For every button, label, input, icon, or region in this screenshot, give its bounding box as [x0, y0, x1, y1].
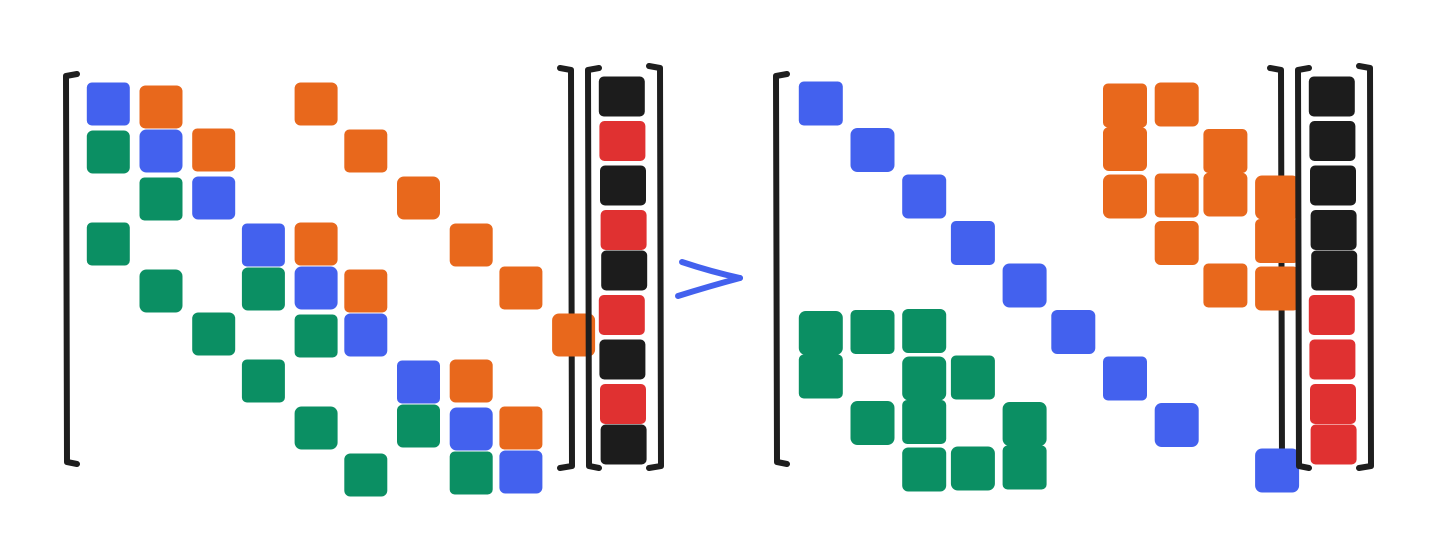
- right-vector-entry-red-7: [1309, 339, 1356, 380]
- right-vector-entry-red-6: [1308, 295, 1355, 335]
- left-matrix-cell-blue-r7-c7: [397, 360, 440, 404]
- left-vector-entry-red-6: [598, 295, 645, 335]
- left-matrix-open-bracket: [63, 71, 80, 467]
- right-matrix-cell-blue-r4-c4: [950, 221, 995, 265]
- left-matrix-cell-green-r9-c8: [449, 451, 493, 495]
- right-matrix-cell-blue-r9-c10: [1255, 448, 1300, 493]
- left-matrix-cell-green-r8-c5: [294, 406, 338, 450]
- right-matrix-cell-orange-r4-c10: [1255, 219, 1300, 263]
- right-matrix-cell-green-r8-c2: [850, 401, 895, 445]
- left-matrix-cell-green-r5-c4: [241, 267, 285, 311]
- left-matrix-cell-orange-r8-c9: [499, 406, 543, 450]
- left-matrix-cell-orange-r2-c6: [344, 129, 388, 173]
- left-matrix-cell-blue-r8-c8: [449, 407, 493, 451]
- left-matrix-cell-green-r3-c2: [139, 177, 183, 221]
- left-sparse-matrix: [63, 65, 596, 497]
- right-matrix-cell-blue-r2-c2: [850, 128, 895, 172]
- left-matrix-cell-green-r6-c3: [192, 312, 236, 356]
- left-matrix-cell-green-r7-c4: [241, 359, 285, 403]
- right-matrix-cell-orange-r5-c9: [1203, 263, 1248, 308]
- right-matrix-cell-green-r9-c4: [950, 446, 995, 491]
- right-matrix-cell-blue-r8-c8: [1154, 403, 1199, 447]
- left-matrix-cell-green-r6-c5: [294, 314, 338, 358]
- right-reordered-matrix: [773, 65, 1300, 493]
- right-matrix-cell-orange-r1-c7: [1103, 83, 1147, 128]
- left-vector-open-bracket: [585, 65, 602, 471]
- left-matrix-cell-green-r8-c7: [397, 404, 440, 448]
- transform-arrow: [675, 259, 743, 299]
- right-matrix-cell-green-r7-c1: [798, 354, 843, 399]
- right-vector-entry-red-9: [1310, 424, 1357, 465]
- left-matrix-cell-green-r2-c1: [86, 130, 130, 174]
- left-matrix-cell-orange-r7-c8: [449, 359, 493, 403]
- left-matrix-cell-orange-r5-c9: [499, 266, 543, 310]
- left-matrix-close-bracket: [557, 65, 575, 471]
- right-vector-entry-black-4: [1310, 210, 1357, 250]
- right-vector-entry-black-2: [1309, 121, 1356, 161]
- left-matrix-cell-blue-r4-c4: [241, 223, 285, 267]
- right-matrix-cell-green-r8-c3: [902, 400, 947, 444]
- arrow-lower-stroke: [675, 275, 743, 299]
- left-matrix-cell-blue-r9-c9: [499, 450, 543, 494]
- left-matrix-cell-orange-r4-c8: [449, 223, 493, 267]
- right-matrix-cell-blue-r3-c3: [902, 174, 947, 219]
- left-vector-entry-black-5: [601, 250, 648, 291]
- right-matrix-cell-orange-r4-c8: [1154, 221, 1199, 265]
- right-matrix-cell-blue-r7-c7: [1103, 356, 1147, 401]
- left-matrix-cell-orange-r2-c3: [192, 128, 236, 172]
- right-matrix-cell-orange-r1-c8: [1154, 82, 1199, 127]
- left-matrix-cell-orange-r3-c7: [397, 176, 440, 220]
- right-matrix-cell-green-r9-c5: [1002, 445, 1047, 490]
- right-matrix-cell-orange-r3-c8: [1154, 173, 1199, 218]
- right-matrix-cell-blue-r6-c6: [1051, 310, 1096, 354]
- right-matrix-cell-orange-r3-c7: [1103, 174, 1147, 219]
- left-matrix-cell-orange-r5-c6: [344, 269, 388, 313]
- left-matrix-cell-blue-r2-c2: [139, 129, 183, 173]
- left-matrix-cell-orange-r4-c5: [294, 222, 338, 266]
- left-matrix-cell-orange-r6-c10: [552, 313, 596, 357]
- right-matrix-cell-blue-r1-c1: [798, 81, 843, 126]
- right-matrix-cell-green-r9-c3: [902, 447, 947, 492]
- right-vector-entry-red-8: [1310, 384, 1356, 424]
- left-matrix-cell-blue-r1-c1: [86, 82, 130, 126]
- right-vector-close-bracket: [1356, 63, 1374, 471]
- left-matrix-cell-green-r5-c2: [139, 269, 183, 313]
- right-matrix-cell-orange-r2-c9: [1203, 129, 1248, 173]
- left-vector-entry-black-3: [600, 165, 646, 206]
- left-vector-entry-red-8: [600, 384, 646, 424]
- left-vector-entry-red-2: [599, 121, 646, 161]
- right-matrix-cell-green-r6-c1: [798, 311, 843, 355]
- right-vector-entry-black-1: [1308, 76, 1355, 117]
- left-matrix-cell-blue-r6-c6: [344, 313, 388, 357]
- right-matrix-cell-orange-r2-c7: [1103, 127, 1147, 171]
- right-vector-entry-black-5: [1311, 250, 1358, 291]
- right-matrix-cell-green-r6-c2: [850, 310, 895, 354]
- arrow-upper-stroke: [679, 259, 743, 281]
- right-vector-open-bracket: [1295, 65, 1312, 471]
- right-matrix-cell-green-r8-c5: [1002, 402, 1047, 446]
- right-reordered-vector: [1295, 63, 1374, 471]
- right-matrix-cell-orange-r5-c10: [1255, 266, 1300, 311]
- left-vector-entry-black-9: [600, 424, 647, 465]
- left-vector-entry-black-7: [599, 339, 646, 380]
- left-vector-entry-black-1: [598, 76, 645, 117]
- right-vector-entry-black-3: [1310, 165, 1356, 206]
- left-matrix-cell-orange-r1-c2: [139, 85, 183, 129]
- left-matrix-cell-orange-r1-c5: [294, 82, 338, 126]
- left-matrix-cell-blue-r3-c3: [192, 176, 236, 220]
- left-vector-close-bracket: [646, 63, 664, 471]
- right-matrix-cell-orange-r3-c10: [1255, 175, 1300, 220]
- right-matrix-open-bracket: [773, 71, 790, 467]
- left-vector: [585, 63, 664, 471]
- left-vector-entry-red-4: [600, 210, 647, 250]
- left-matrix-cell-green-r4-c1: [86, 222, 130, 266]
- right-matrix-cell-blue-r5-c5: [1002, 263, 1047, 308]
- left-matrix-cell-blue-r5-c5: [294, 266, 338, 310]
- right-matrix-cell-orange-r3-c9: [1203, 172, 1248, 217]
- right-matrix-cell-green-r7-c3: [902, 356, 947, 401]
- left-matrix-cell-green-r9-c6: [344, 453, 388, 497]
- right-matrix-cell-green-r7-c4: [950, 355, 995, 400]
- right-matrix-cell-green-r6-c3: [902, 309, 947, 353]
